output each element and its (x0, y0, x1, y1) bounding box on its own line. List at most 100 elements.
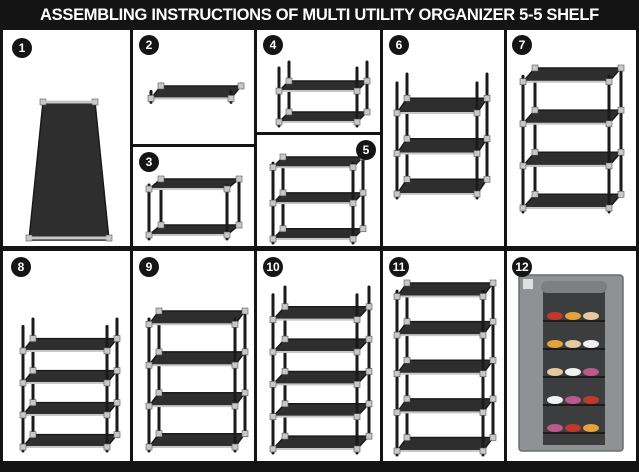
step-panel-9: 9 (133, 251, 254, 461)
connector-joint (359, 225, 367, 233)
connector-joint (393, 109, 401, 117)
connector-joint (241, 430, 249, 437)
connector-joint (113, 399, 121, 406)
connector-joint (103, 379, 111, 387)
connector-joint (241, 307, 249, 315)
connector-joint (353, 445, 361, 453)
shelf-board (395, 320, 495, 336)
shelf-illustration-7 (519, 64, 625, 214)
connector-joint (113, 367, 121, 374)
connector-joint (235, 221, 243, 229)
connector-joint (605, 120, 613, 128)
connector-joint (489, 434, 497, 441)
connector-joint (145, 231, 153, 239)
connector-joint (617, 64, 625, 72)
connector-joint (269, 381, 277, 388)
shoe (583, 340, 599, 348)
connector-joint (363, 77, 371, 85)
connector-joint (281, 303, 289, 311)
connector-joint (605, 162, 613, 170)
connector-joint (231, 402, 239, 410)
shelf-board (395, 97, 489, 114)
shoe (547, 368, 563, 376)
connector-joint (269, 199, 277, 207)
shelf-board (21, 401, 119, 416)
shelf-illustration-6 (393, 72, 491, 200)
step-number-4: 4 (263, 35, 283, 55)
connector-joint (145, 443, 153, 451)
connector-joint (479, 409, 487, 416)
step-panel-8: 8 (3, 251, 130, 461)
connector-joint (349, 163, 357, 171)
connector-joint (483, 135, 491, 143)
step-number-2: 2 (139, 35, 159, 55)
connector-joint (473, 150, 481, 157)
shelf-illustration-4 (275, 60, 371, 128)
step-panel-5: 5 (257, 135, 380, 246)
connector-joint (353, 316, 361, 323)
connector-joint (519, 78, 527, 85)
connector-joint (19, 347, 27, 355)
connector-joint (605, 204, 613, 212)
connector-joint (349, 235, 357, 243)
connector-joint (103, 347, 111, 355)
connector-joint (359, 189, 367, 197)
connector-joint (269, 163, 277, 171)
connector-joint (231, 443, 239, 451)
step-number-7: 7 (512, 35, 532, 55)
connector-joint (279, 189, 287, 197)
connector-joint (531, 148, 539, 156)
connector-joint (155, 348, 163, 356)
shelf-board (271, 228, 365, 240)
shelf-illustration-2 (147, 82, 245, 104)
connector-joint (483, 94, 491, 102)
connector-joint (269, 413, 277, 420)
connector-joint (617, 148, 625, 156)
shoe (565, 312, 581, 320)
connector-joint (237, 82, 245, 90)
shelf-board (395, 282, 495, 298)
shoe (547, 312, 563, 320)
connector-joint (103, 411, 111, 419)
connector-joint (145, 185, 153, 193)
connector-joint (353, 118, 361, 126)
connector-joint (519, 120, 527, 128)
connector-joint (489, 356, 497, 364)
step-number-10: 10 (263, 257, 283, 277)
shelf-illustration-5 (269, 153, 367, 245)
connector-joint (363, 108, 371, 116)
connector-joint (365, 335, 373, 343)
shoe (583, 396, 599, 404)
connector-joint (349, 199, 357, 207)
connector-joint (519, 162, 527, 170)
connector-joint (365, 432, 373, 440)
connector-joint (393, 370, 401, 378)
shelf-board (395, 436, 495, 452)
connector-joint (155, 389, 163, 397)
step-panel-6: 6 (383, 30, 504, 246)
connector-joint (285, 77, 293, 85)
connector-joint (281, 432, 289, 440)
connector-joint (365, 400, 373, 408)
connector-joint (269, 445, 277, 453)
shelf-board (149, 85, 243, 100)
connector-joint (393, 409, 401, 416)
shelf-illustration-11 (393, 279, 497, 457)
shelf-illustration-12 (518, 274, 624, 452)
step-panel-3: 3 (133, 147, 254, 246)
step-number-3: 3 (139, 152, 159, 172)
step-number-8: 8 (11, 257, 31, 277)
connector-joint (113, 431, 121, 438)
connector-joint (29, 431, 37, 438)
connector-joint (279, 153, 287, 161)
connector-joint (275, 87, 283, 95)
shelf-board (21, 433, 119, 448)
connector-joint (403, 356, 411, 364)
shoe (547, 424, 563, 432)
step-number-11: 11 (389, 257, 409, 277)
connector-joint (403, 395, 411, 403)
shoe (583, 368, 599, 376)
shoe (565, 340, 581, 348)
connector-joint (403, 175, 411, 183)
